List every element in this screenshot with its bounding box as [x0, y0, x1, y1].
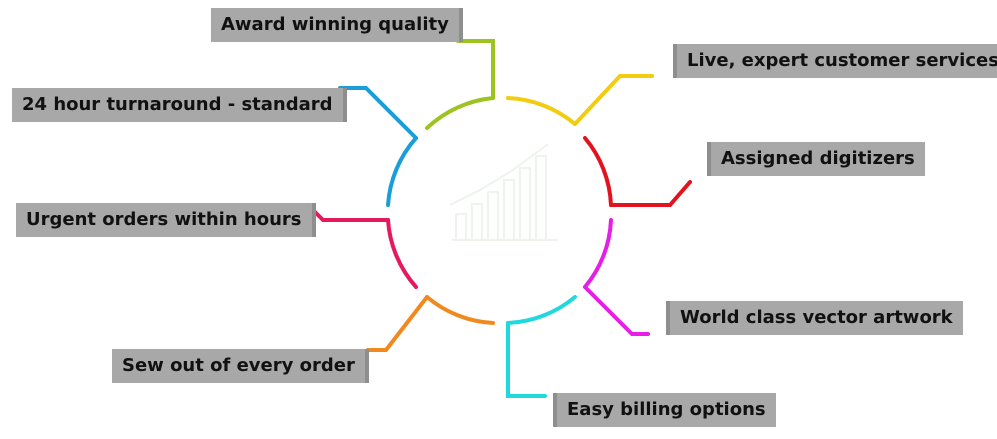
- billing-connector: [506, 321, 547, 398]
- award-arc: [425, 96, 495, 130]
- vector-connector: [583, 285, 650, 336]
- label-live: Live, expert customer services: [673, 44, 997, 78]
- label-award: Award winning quality: [211, 8, 463, 42]
- award-connector: [456, 39, 495, 100]
- label-sewout: Sew out of every order: [112, 349, 369, 383]
- billing-arc: [506, 295, 577, 325]
- label-billing: Easy billing options: [553, 393, 776, 427]
- live-arc: [506, 96, 577, 126]
- live-connector: [573, 74, 654, 126]
- label-urgent: Urgent orders within hours: [16, 203, 316, 237]
- assigned-arc: [583, 136, 613, 207]
- turnaround-arc: [386, 136, 418, 207]
- label-turnaround: 24 hour turnaround - standard: [12, 88, 347, 122]
- sewout-arc: [425, 295, 495, 325]
- center-logo-watermark-icon: [449, 143, 558, 241]
- label-assigned: Assigned digitizers: [707, 142, 925, 176]
- urgent-arc: [386, 218, 418, 289]
- urgent-connector: [306, 203, 390, 222]
- sewout-connector: [366, 295, 429, 352]
- turnaround-connector: [338, 86, 418, 140]
- label-vector: World class vector artwork: [666, 301, 963, 335]
- assigned-connector: [609, 180, 692, 207]
- vector-arc: [583, 218, 613, 289]
